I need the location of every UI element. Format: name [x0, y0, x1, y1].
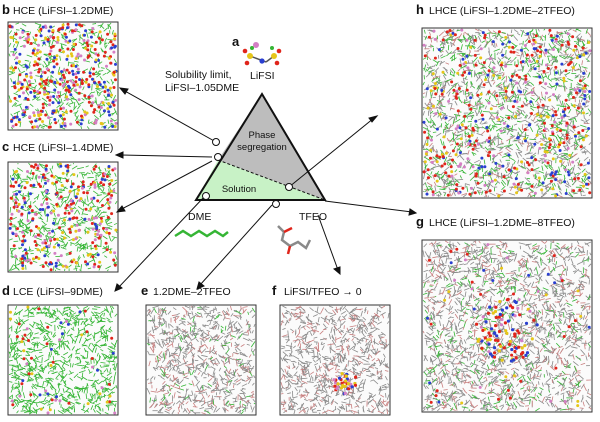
phase-seg-label-1: Phase — [249, 130, 276, 141]
dme-molecule — [174, 229, 229, 238]
md-box-g — [421, 239, 593, 413]
ternary-triangle — [194, 92, 327, 201]
panel-letter-f: f — [272, 283, 277, 298]
dashed-tie-line — [217, 159, 326, 201]
md-box-f — [279, 304, 391, 416]
vertex-tfeo-label: TFEO — [299, 211, 327, 223]
solution-region — [196, 160, 325, 200]
panel-letter-e: e — [141, 283, 148, 298]
panel-caption-h: LHCE (LiFSI–1.2DME–2TFEO) — [429, 5, 575, 17]
panel-caption-e: 1.2DME–2TFEO — [153, 286, 231, 298]
lifsi-caption: LiFSI — [250, 70, 275, 82]
tfeo-molecule — [277, 225, 312, 250]
ternary-phase-diagram: Phase segregation Solution DME TFEO Solu… — [114, 69, 418, 292]
panel-caption-c: HCE (LiFSI–1.4DME) — [13, 142, 113, 154]
diagram-markers — [202, 138, 293, 208]
panel-caption-b: HCE (LiFSI–1.2DME) — [13, 5, 113, 17]
solution-label: Solution — [222, 184, 256, 195]
phase-seg-label-2: segregation — [237, 142, 287, 153]
solubility-limit-label-2: LiFSI–1.05DME — [165, 82, 239, 94]
md-box-h — [421, 27, 593, 199]
md-box-d — [7, 304, 119, 416]
panel-letter-a: a — [232, 34, 240, 49]
lifsi-molecule — [242, 42, 282, 66]
vertex-dme-label: DME — [188, 211, 211, 223]
panel-letter-c: c — [2, 139, 9, 154]
arrows — [114, 87, 418, 292]
md-box-c — [7, 161, 119, 273]
panel-letter-h: h — [416, 2, 424, 17]
md-box-e — [145, 304, 257, 416]
panel-caption-g: LHCE (LiFSI–1.2DME–8TFEO) — [429, 217, 575, 229]
panel-letter-g: g — [416, 214, 424, 229]
panel-letter-d: d — [2, 283, 10, 298]
solubility-limit-label-1: Solubility limit, — [165, 69, 232, 81]
panel-letter-b: b — [2, 2, 10, 17]
md-box-b — [7, 21, 119, 131]
panel-caption-d: LCE (LiFSI–9DME) — [13, 286, 103, 298]
simulation-boxes — [7, 21, 593, 416]
panel-caption-f: LiFSI/TFEO → 0 — [284, 286, 362, 298]
